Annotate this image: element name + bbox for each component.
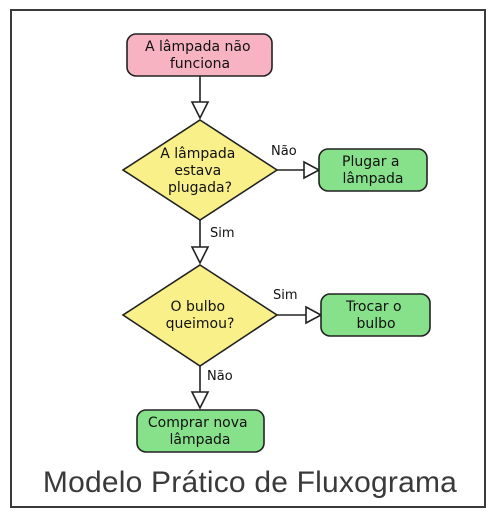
node-decision-bulb-label: O bulbo queimou? xyxy=(166,299,235,332)
arrow-start-q1 xyxy=(190,101,210,120)
node-decision-bulb xyxy=(121,264,279,367)
arrow-q1-q2 xyxy=(190,246,210,265)
node-start-label: A lâmpada não funciona xyxy=(145,39,255,72)
edge-label-q2-no: Não xyxy=(207,369,233,384)
node-start xyxy=(126,33,273,77)
node-action-replace xyxy=(320,293,431,337)
arrow-q2-end xyxy=(190,391,210,410)
node-action-plug xyxy=(318,148,428,192)
node-action-replace-label: Trocar o bulbo xyxy=(345,299,406,332)
node-action-plug-label: Plugar a lâmpada xyxy=(342,154,404,187)
arrow-q2-a2 xyxy=(305,305,323,325)
diagram-caption: Modelo Prático de Fluxograma xyxy=(42,466,458,499)
edge-label-q2-yes: Sim xyxy=(273,288,298,303)
node-decision-plugged-label: A lâmpada estava plugada? xyxy=(160,146,240,196)
node-end-label: Comprar nova lâmpada xyxy=(148,415,252,448)
arrow-q1-a1 xyxy=(303,160,321,180)
node-end xyxy=(136,409,265,453)
node-decision-plugged xyxy=(121,119,279,221)
edge-label-q1-no: Não xyxy=(271,144,297,159)
edge-label-q1-yes: Sim xyxy=(210,226,235,241)
